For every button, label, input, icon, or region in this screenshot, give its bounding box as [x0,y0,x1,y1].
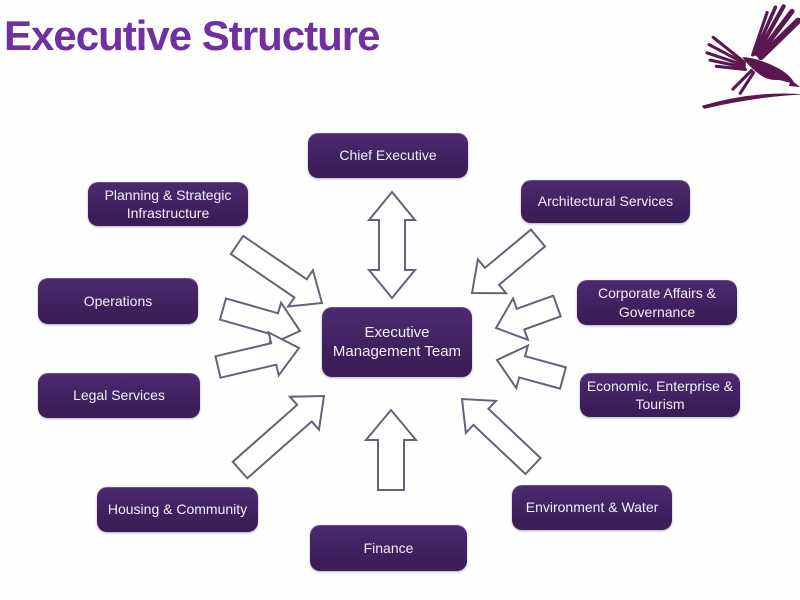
node-operations: Operations [38,278,198,324]
arrow-planning-to-center [229,234,324,308]
node-label: Executive [364,323,430,341]
node-label: Infrastructure [126,205,210,221]
node-label: Legal Services [73,387,165,404]
node-label: Management Team [332,343,462,360]
arrow-environment-to-center [460,397,542,476]
node-planning-strategic-infrastructure: Planning & Strategic Infrastructure [88,182,248,226]
node-label: Chief Executive [339,147,437,164]
node-label: Environment & Water [525,499,659,516]
node-corporate-affairs-governance: Corporate Affairs & Governance [577,280,737,325]
arrow-housing-to-center [231,395,326,480]
node-label: Governance [618,303,696,320]
page-title: Executive Structure [4,12,380,59]
node-economic-enterprise-tourism: Economic, Enterprise & Tourism [580,373,740,417]
node-housing-community: Housing & Community [97,487,258,532]
node-environment-water: Environment & Water [512,485,672,530]
arrow-operations-to-center [218,297,302,347]
node-executive-management-team: Executive Management Team [322,307,472,377]
arrow-legal-to-center [214,330,301,379]
node-architectural-services: Architectural Services [521,180,690,223]
node-label: Planning & Strategic [104,186,232,203]
node-finance: Finance [310,525,467,571]
node-label: Tourism [635,396,685,412]
arrow-center-chief-double [366,190,418,300]
node-label: Finance [363,539,414,556]
arrow-corporate-to-center [494,294,563,342]
node-label: Architectural Services [537,193,674,210]
node-legal-services: Legal Services [38,373,200,418]
arrow-economic-to-center [495,343,568,391]
node-label: Operations [83,292,153,309]
arrow-finance-to-center [363,408,419,491]
node-label: Housing & Community [107,501,248,518]
node-label: Economic, Enterprise & [586,377,734,394]
arrow-architectural-to-center [470,228,547,295]
node-chief-executive: Chief Executive [308,133,468,178]
node-label: Corporate Affairs & [597,285,717,302]
eagle-logo [701,4,800,109]
